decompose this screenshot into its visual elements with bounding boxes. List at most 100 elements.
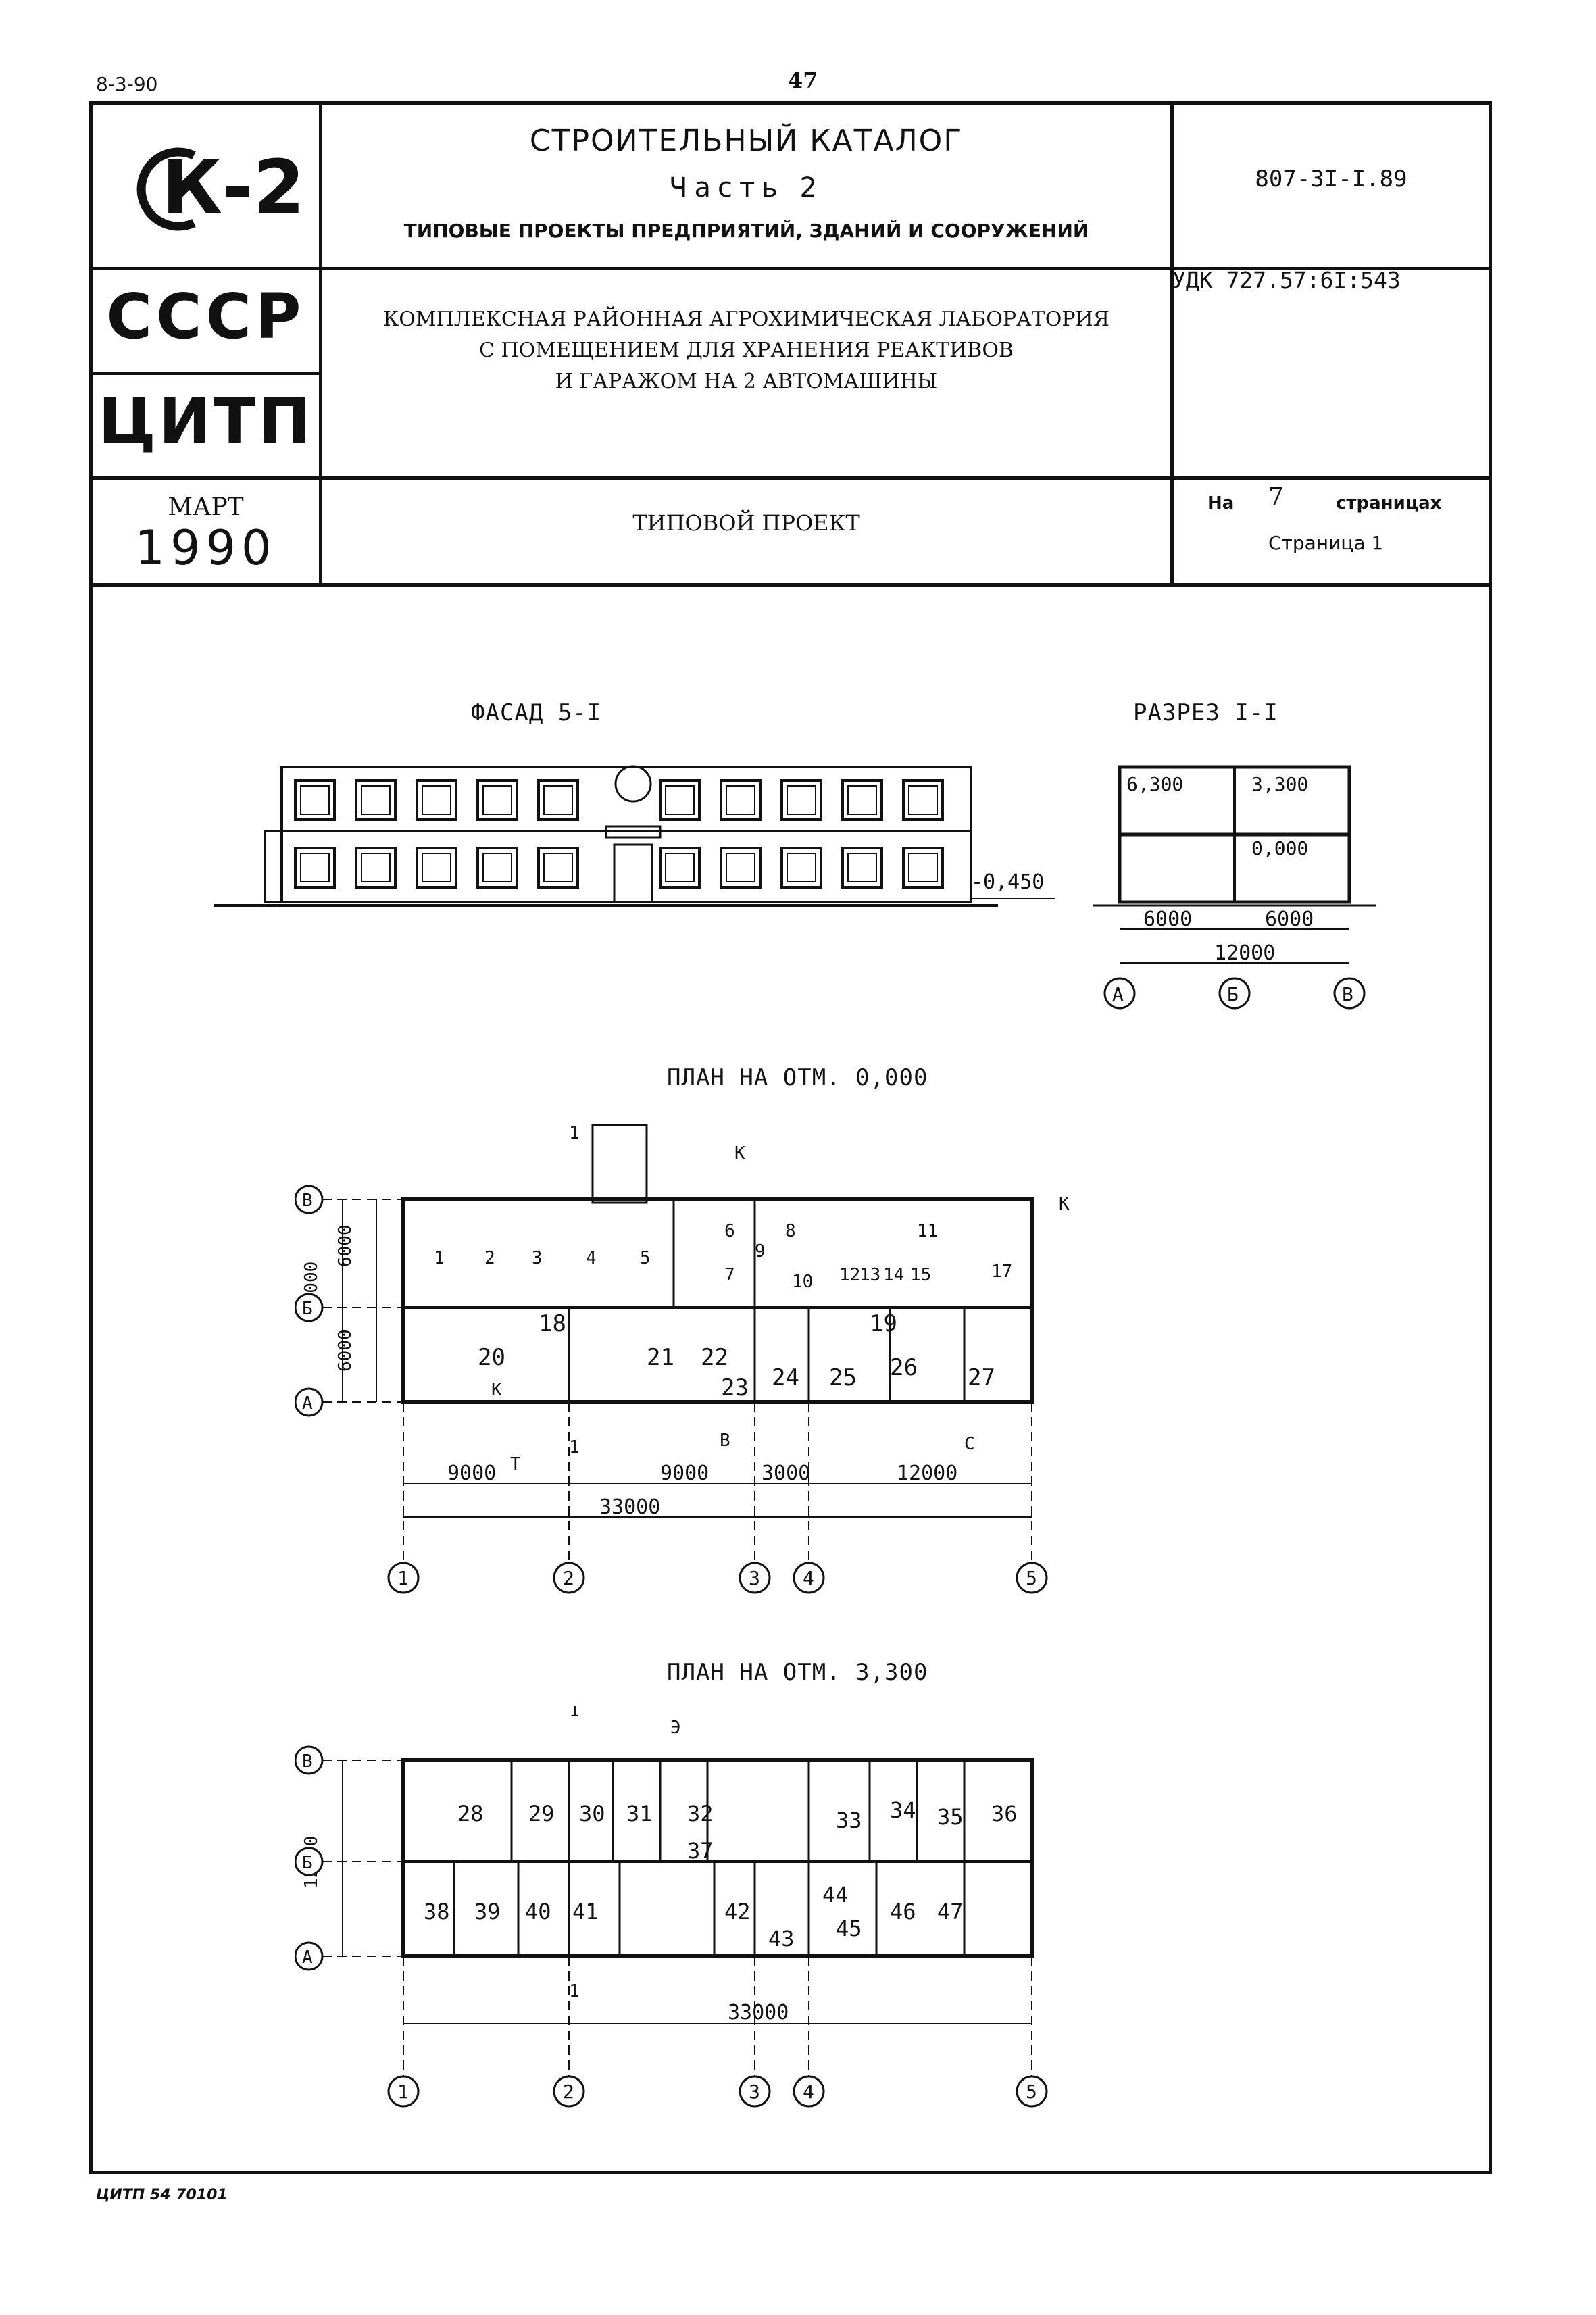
room-number: 8: [785, 1221, 796, 1241]
plan1-dim-total: 33000: [599, 1495, 660, 1519]
facade-window-frame: [482, 853, 512, 882]
room-number: 20: [478, 1344, 505, 1371]
plan1-title: ПЛАН НА ОТМ. 0,000: [667, 1064, 928, 1091]
plan-marker: С: [964, 1434, 975, 1454]
catalog-section: ТИПОВЫЕ ПРОЕКТЫ ПРЕДПРИЯТИЙ, ЗДАНИЙ И СО…: [403, 220, 1089, 242]
room-number: 2: [484, 1248, 495, 1268]
facade-window: [841, 847, 883, 889]
room-number: 12: [839, 1265, 860, 1285]
facade-window-frame: [361, 853, 391, 882]
row-axis-marker: [295, 1941, 324, 1971]
col-axis-marker: [1016, 1562, 1048, 1594]
facade-window-frame: [422, 853, 451, 882]
row-axis-marker: [295, 1387, 324, 1417]
logo-text: К-2: [161, 144, 305, 230]
issue-month: МАРТ: [168, 493, 244, 521]
plan-marker: В: [720, 1430, 730, 1451]
room-number: 36: [991, 1801, 1018, 1826]
issue-year: 1990: [134, 520, 277, 576]
col-axis-marker: [793, 2075, 825, 2108]
drawing-sheet: К-2 СТРОИТЕЛЬНЫЙ КАТАЛОГ Часть 2 ТИПОВЫЕ…: [89, 101, 1492, 2174]
room-number: 23: [721, 1374, 749, 1401]
pages-count: 7: [1268, 483, 1284, 511]
room-number: 44: [822, 1882, 849, 1908]
facade-window-frame: [543, 853, 573, 882]
row-axis-marker: [295, 1293, 324, 1322]
page-label: Страница 1: [1268, 532, 1384, 554]
facade-window: [476, 847, 518, 889]
room-number: 1: [434, 1248, 445, 1268]
room-number: 30: [579, 1801, 605, 1826]
room-number: 4: [586, 1248, 597, 1268]
row-axis-marker: [295, 1745, 324, 1775]
sheet-code: 8-3-90: [96, 73, 158, 95]
col-axis-marker: [387, 2075, 420, 2108]
room-number: 14: [883, 1265, 904, 1285]
section-dim: 6000: [1143, 907, 1192, 931]
stamp-divider: [1170, 105, 1174, 583]
project-title-line: И ГАРАЖОМ НА 2 АВТОМАШИНЫ: [555, 370, 938, 393]
room-number: 43: [768, 1926, 795, 1951]
facade-window-frame: [847, 853, 877, 882]
plan1-dim: 3000: [762, 1462, 810, 1485]
facade-window: [659, 779, 701, 821]
project-title: КОМПЛЕКСНАЯ РАЙОННАЯ АГРОХИМИЧЕСКАЯ ЛАБО…: [322, 304, 1170, 397]
project-title-line: КОМПЛЕКСНАЯ РАЙОННАЯ АГРОХИМИЧЕСКАЯ ЛАБО…: [383, 307, 1109, 331]
room-number: 28: [457, 1801, 484, 1826]
room-number: 35: [937, 1804, 964, 1830]
room-number: 15: [910, 1265, 931, 1285]
facade-window-frame: [300, 785, 330, 815]
facade-window: [476, 779, 518, 821]
col-axis-marker: [387, 1562, 420, 1594]
facade-window-frame: [482, 785, 512, 815]
room-number: 21: [647, 1344, 674, 1371]
logo-c-icon: [136, 147, 196, 231]
facade-window: [720, 779, 762, 821]
pages-suffix: страницах: [1336, 493, 1442, 514]
catalog-title: СТРОИТЕЛЬНЫЙ КАТАЛОГ: [529, 124, 964, 158]
section-axis: А: [1112, 983, 1124, 1005]
catalog-part: Часть 2: [669, 172, 824, 203]
plan-marker: К: [734, 1143, 745, 1164]
plan1-dim-left: 6000: [335, 1224, 355, 1267]
level-floor1: 0,000: [1251, 837, 1308, 860]
level-ground: -0,450: [971, 870, 1044, 894]
document-type: ТИПОВОЙ ПРОЕКТ: [632, 510, 860, 536]
facade-window-frame: [543, 785, 573, 815]
pages-prefix: На: [1207, 493, 1235, 514]
col-axis-label: 5: [1026, 1567, 1037, 1589]
org-label: ЦИТП: [98, 385, 314, 457]
plan2-dim-total: 33000: [728, 2001, 789, 2024]
room-number: 41: [572, 1899, 599, 1924]
facade-window-frame: [726, 853, 755, 882]
plan-marker: 1: [569, 1706, 580, 1721]
stamp-divider: [93, 476, 1489, 480]
row-axis-label: А: [302, 1393, 313, 1414]
col-axis-label: 4: [803, 2081, 814, 2103]
col-axis-marker: [793, 1562, 825, 1594]
facade-window-frame: [847, 785, 877, 815]
plan1-dim-left: 6000: [335, 1329, 355, 1372]
row-axis-marker: [295, 1185, 324, 1214]
room-number: 34: [890, 1797, 916, 1823]
section-dim-total: 12000: [1214, 941, 1275, 965]
plan1-dim: 12000: [897, 1462, 957, 1485]
facade-title: ФАСАД 5-I: [471, 699, 602, 726]
facade-window-frame: [422, 785, 451, 815]
facade-window-frame: [787, 785, 816, 815]
plan-marker: 1: [569, 1437, 580, 1458]
facade-window: [659, 847, 701, 889]
country-label: СССР: [106, 280, 305, 353]
facade-window: [294, 847, 336, 889]
facade-window: [355, 847, 397, 889]
room-number: 27: [968, 1364, 995, 1391]
room-number: 10: [792, 1272, 813, 1292]
room-number: 22: [701, 1344, 728, 1371]
room-number: 11: [917, 1221, 938, 1241]
room-number: 25: [829, 1364, 857, 1391]
room-number: 33: [836, 1808, 862, 1833]
